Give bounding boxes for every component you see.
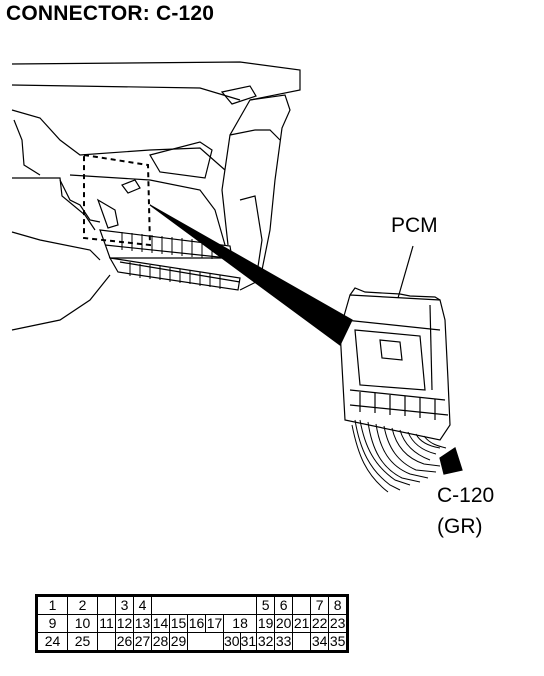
- connector-arrow: [439, 447, 463, 475]
- pin-cell: 12: [115, 614, 134, 633]
- pin-cell: 19: [256, 614, 276, 633]
- pin-cell: 7: [310, 595, 330, 615]
- pin-cell: 27: [133, 632, 152, 652]
- pin-row-2: 9 10 11 12 13 14 15 16 17 18 19 20 21 22…: [36, 614, 349, 633]
- pin-cell: 5: [256, 595, 276, 615]
- pin-cell: 24: [36, 632, 68, 652]
- pin-cell-empty: [292, 632, 312, 652]
- pin-cell: 16: [187, 614, 206, 633]
- pin-cell: 9: [36, 614, 68, 633]
- pin-cell: 4: [133, 595, 152, 615]
- pin-cell: 18: [222, 614, 258, 633]
- pin-cell-empty: [97, 595, 116, 615]
- page-title: CONNECTOR: C-120: [6, 2, 215, 25]
- pin-cell: 21: [292, 614, 312, 633]
- pin-cell: 10: [67, 614, 98, 633]
- pin-cell: 11: [97, 614, 116, 633]
- pin-cell-empty: [187, 632, 224, 652]
- pin-cell: 23: [328, 614, 349, 633]
- pin-cell: 29: [169, 632, 188, 652]
- pin-cell: 1: [36, 595, 68, 615]
- callout-wedge: [149, 204, 353, 346]
- pin-cell: 8: [328, 595, 349, 615]
- pcm-location-box: [83, 153, 152, 247]
- pin-cell-empty: [292, 595, 312, 615]
- pin-cell: 32: [256, 632, 276, 652]
- pin-cell: 2: [67, 595, 98, 615]
- pin-cell: 28: [151, 632, 170, 652]
- pin-cell: 30: [223, 632, 241, 652]
- pin-cell: 20: [274, 614, 294, 633]
- pin-cell: 17: [205, 614, 224, 633]
- pin-row-1: 1 2 3 4 5 6 7 8: [36, 595, 349, 615]
- vehicle-illustration: [11, 61, 463, 493]
- pin-cell-empty: [97, 632, 116, 652]
- connector-label: C-120: [437, 484, 495, 507]
- pin-cell-empty: [150, 595, 258, 615]
- pcm-leader-line: [397, 245, 414, 299]
- pcm-drawing: [339, 287, 451, 493]
- pin-row-3: 24 25 26 27 28 29 30 31 32 33 34 35: [36, 632, 349, 652]
- pin-cell: 25: [67, 632, 98, 652]
- pin-cell: 3: [115, 595, 134, 615]
- pcm-label: PCM: [391, 214, 438, 237]
- connector-color-label: (GR): [437, 515, 483, 538]
- pin-cell: 33: [274, 632, 294, 652]
- pin-cell: 6: [274, 595, 294, 615]
- pin-cell: 35: [328, 632, 349, 652]
- pin-cell: 13: [133, 614, 152, 633]
- pin-cell: 26: [115, 632, 134, 652]
- pin-cell: 14: [151, 614, 170, 633]
- connector-pin-grid: 1 2 3 4 5 6 7 8 9 10 11 12 13 14 15 16 1…: [35, 594, 350, 653]
- pin-cell: 22: [310, 614, 330, 633]
- pin-cell: 34: [310, 632, 330, 652]
- dashboard-drawing: [11, 61, 301, 331]
- pin-cell: 15: [169, 614, 188, 633]
- pin-cell: 31: [239, 632, 258, 652]
